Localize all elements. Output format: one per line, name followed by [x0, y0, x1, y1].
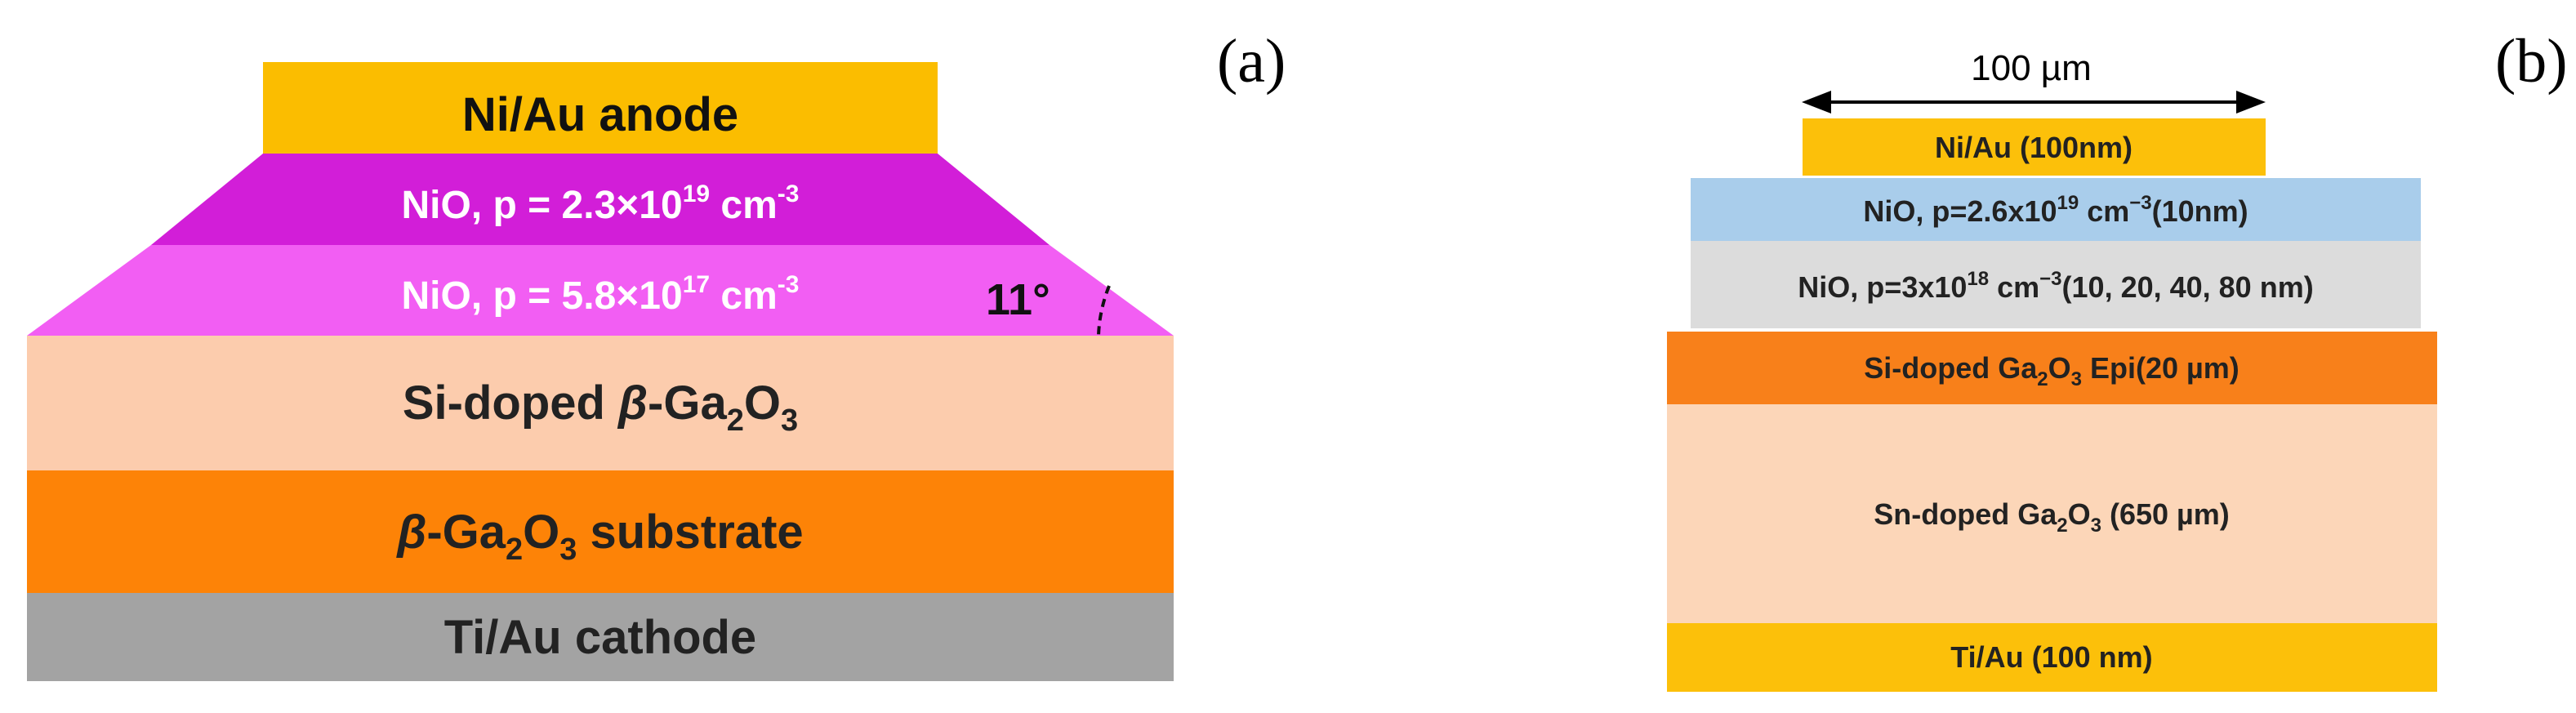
dimension-arrowhead-right: [2236, 91, 2266, 114]
nio-top-label: NiO, p = 2.3×1019 cm-3: [402, 180, 800, 227]
nio-bottom-label: NiO, p = 5.8×1017 cm-3: [402, 271, 800, 318]
anode-label: Ni/Au anode: [462, 88, 738, 141]
angle-arc: [1097, 285, 1111, 336]
anode-layer: [263, 62, 938, 154]
cathode-layer: [27, 593, 1174, 681]
angle-label: 11°: [986, 275, 1050, 324]
nio-high-doped-label: NiO, p=2.6x1019 cm−3(10nm): [1863, 192, 2248, 228]
panel-a: Ni/Au anode NiO, p = 2.3×1019 cm-3 NiO, …: [27, 27, 1286, 681]
epi-layer-b: [1667, 332, 2437, 404]
panel-b-label: (b): [2495, 27, 2568, 96]
epi-label-b: Si-doped Ga2O3 Epi(20 µm): [1864, 351, 2240, 390]
panel-a-label: (a): [1217, 27, 1286, 96]
substrate-layer: [27, 470, 1174, 593]
ti-au-back-contact-label: Ti/Au (100 nm): [1950, 640, 2152, 674]
cathode-label: Ti/Au cathode: [444, 611, 756, 664]
sn-substrate-layer: [1667, 404, 2437, 623]
panel-b: 100 µm Ni/Au (100nm) NiO, p=2.6x1019 cm−…: [1667, 27, 2568, 692]
nio-low-doped-label: NiO, p=3x1018 cm−3(10, 20, 40, 80 nm): [1798, 268, 2313, 304]
ni-au-contact-layer: [1803, 118, 2266, 176]
substrate-label: β-Ga2O3 substrate: [395, 506, 803, 567]
dimension-arrowhead-left: [1802, 91, 1831, 114]
sn-substrate-label: Sn-doped Ga2O3 (650 µm): [1874, 497, 2230, 537]
nio-low-doped-layer: [1691, 241, 2421, 328]
dimension-label: 100 µm: [1971, 48, 2092, 88]
ti-au-back-contact-layer: [1667, 623, 2437, 692]
nio-high-doped-layer: [1691, 178, 2421, 241]
ni-au-contact-label: Ni/Au (100nm): [1935, 131, 2133, 164]
epi-label: Si-doped β-Ga2O3: [403, 377, 798, 438]
nio-bottom-layer: [27, 245, 1174, 336]
epi-layer: [27, 336, 1174, 470]
nio-top-layer: [151, 154, 1050, 245]
